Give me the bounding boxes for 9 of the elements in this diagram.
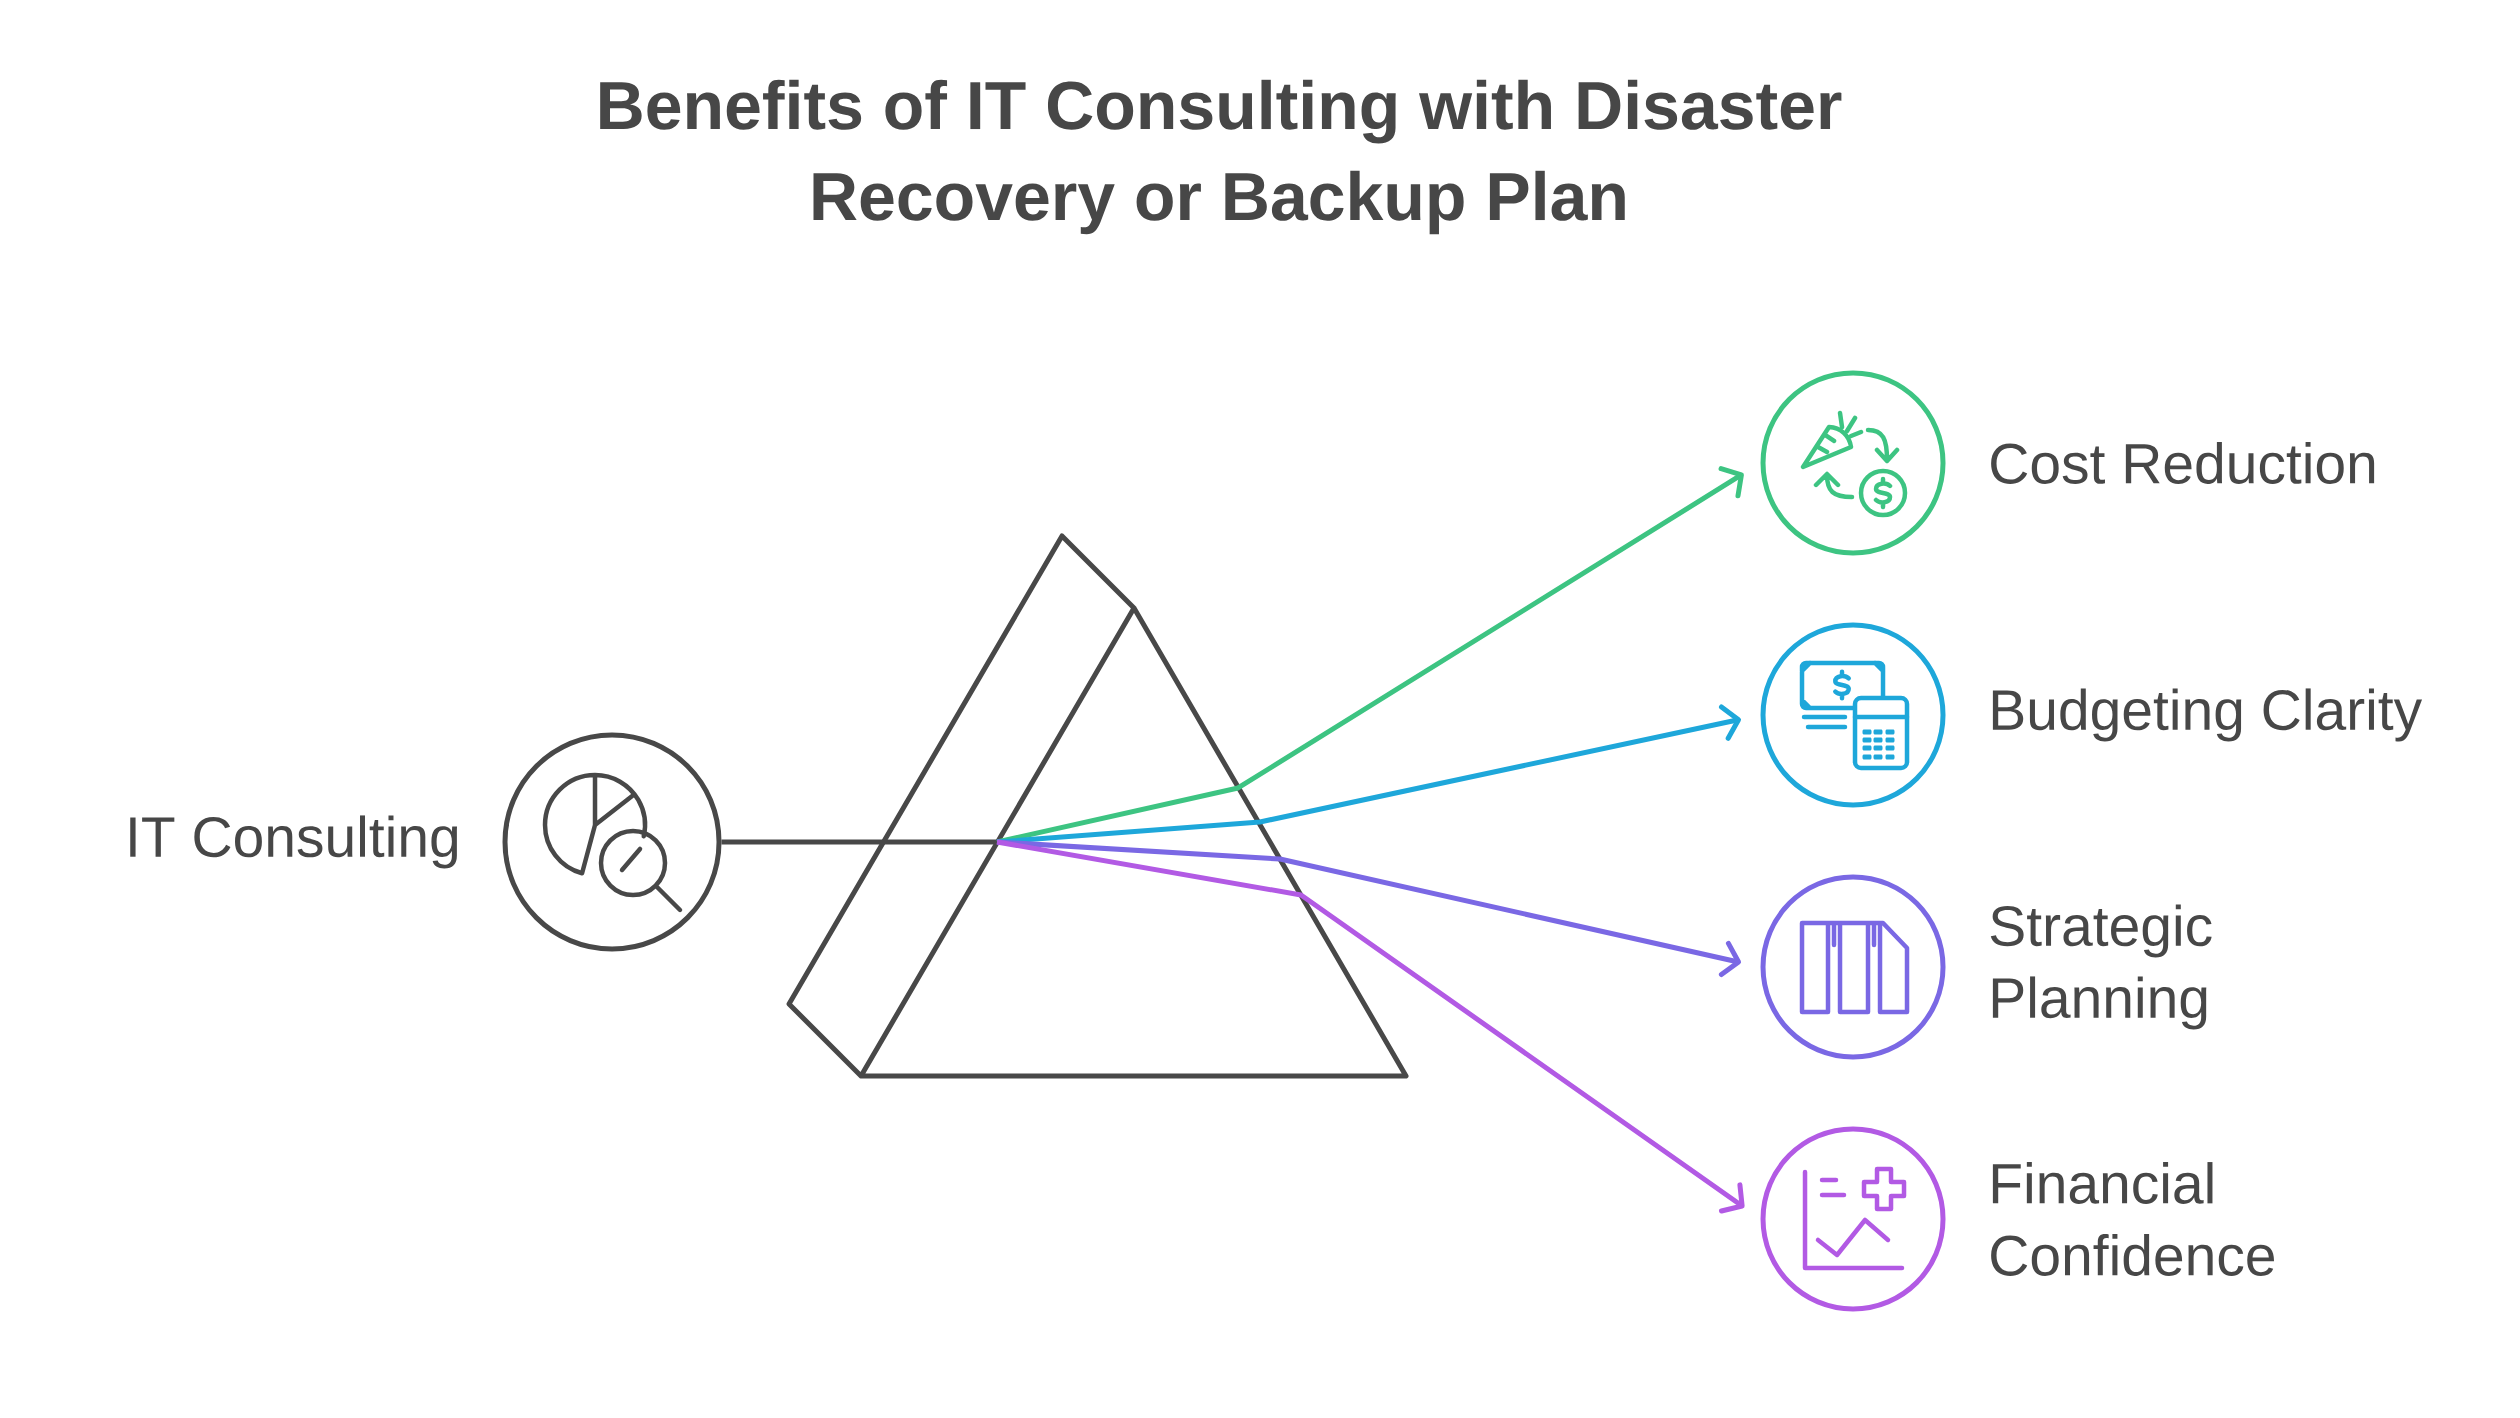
node-label: Cost Reduction	[1991, 442, 2375, 484]
node-label: IT Consulting	[130, 815, 458, 869]
node-label: Budgeting Clarity	[1992, 688, 2423, 742]
node-label: Strategic Planning	[1990, 904, 2212, 1030]
node-label: Financial Confidence	[1991, 1162, 2274, 1276]
arrow	[996, 839, 1745, 1214]
connector-line	[721, 839, 997, 845]
arrow	[996, 704, 1741, 845]
title: Benefits of IT Consulting with Disaster Recovery or Backup Plan	[600, 79, 1842, 235]
